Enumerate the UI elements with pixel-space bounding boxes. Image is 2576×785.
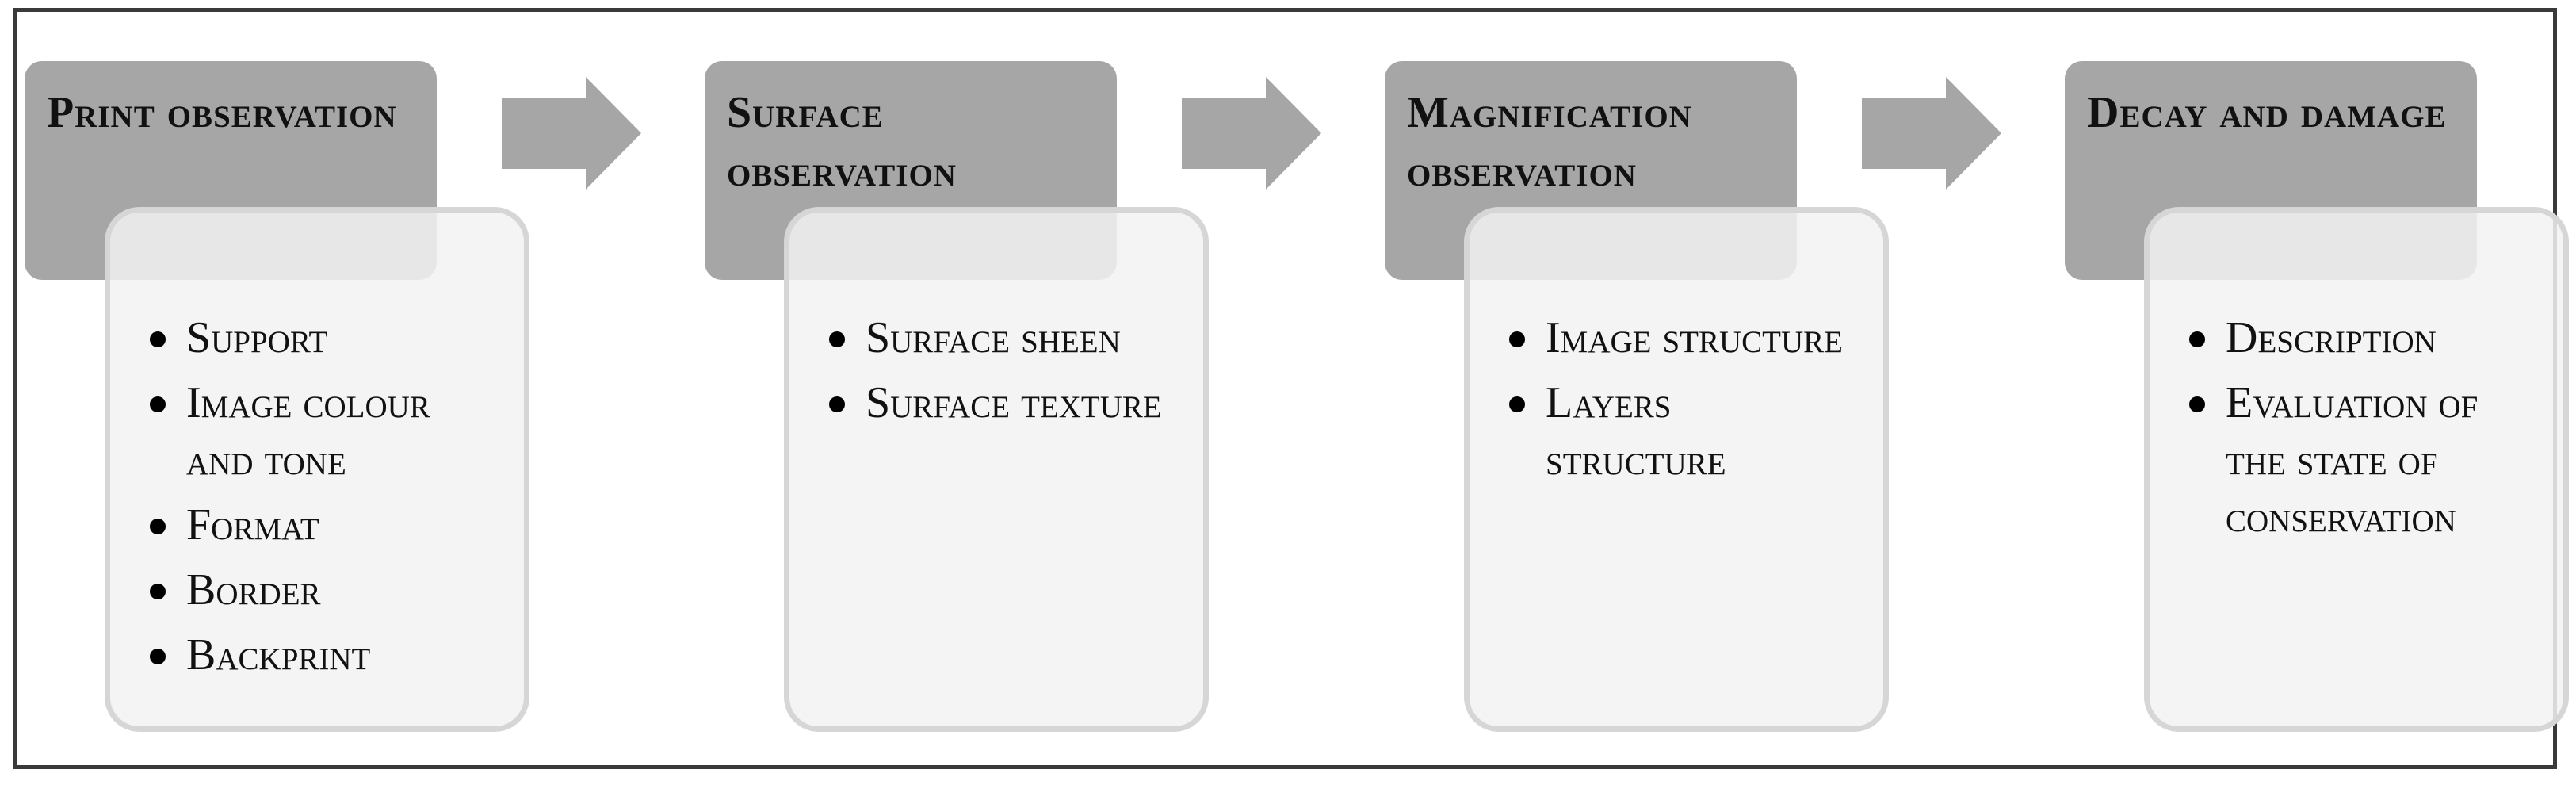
bullet-icon (829, 396, 845, 412)
step-1-item: Backprint (150, 626, 500, 684)
bullet-icon (150, 519, 166, 534)
step-1-item: Support (150, 309, 500, 366)
step-3-body: Image structure Layers structure (1464, 207, 1889, 732)
arrow-right-icon (1182, 77, 1321, 190)
step-1-item: Image colour and tone (150, 374, 500, 488)
step-1-item: Format (150, 496, 500, 553)
step-4-title: Decay and damage (2087, 88, 2447, 137)
step-4-item: Evaluation of the state of conservation (2189, 374, 2540, 546)
bullet-icon (1509, 331, 1525, 347)
diagram-frame: Print observation Support Image colour a… (13, 8, 2569, 769)
step-2-list: Surface sheen Surface texture (829, 309, 1179, 431)
step-1-title: Print observation (47, 88, 397, 137)
step-4-list: Description Evaluation of the state of c… (2189, 309, 2540, 546)
bullet-icon (2189, 396, 2205, 412)
arrow-right-icon (502, 77, 641, 190)
bullet-icon (1509, 396, 1525, 412)
process-flow: Print observation Support Image colour a… (17, 12, 2569, 765)
step-3-item: Layers structure (1509, 374, 1859, 488)
step-3-list: Image structure Layers structure (1509, 309, 1859, 488)
step-4-body: Description Evaluation of the state of c… (2144, 207, 2569, 732)
bullet-icon (829, 331, 845, 347)
bullet-icon (150, 331, 166, 347)
step-2-item: Surface texture (829, 374, 1179, 431)
bullet-icon (2189, 331, 2205, 347)
step-2-item: Surface sheen (829, 309, 1179, 366)
bullet-icon (150, 584, 166, 599)
bullet-icon (150, 396, 166, 412)
step-2-title: Surface observation (727, 88, 957, 196)
step-2-body: Surface sheen Surface texture (784, 207, 1209, 732)
step-1-body: Support Image colour and tone Format Bor… (105, 207, 529, 732)
step-3-title: Magnification observation (1407, 88, 1692, 196)
bullet-icon (150, 649, 166, 664)
step-3-item: Image structure (1509, 309, 1859, 366)
step-1-list: Support Image colour and tone Format Bor… (150, 309, 500, 684)
step-1-item: Border (150, 561, 500, 618)
step-4-item: Description (2189, 309, 2540, 366)
arrow-right-icon (1862, 77, 2001, 190)
